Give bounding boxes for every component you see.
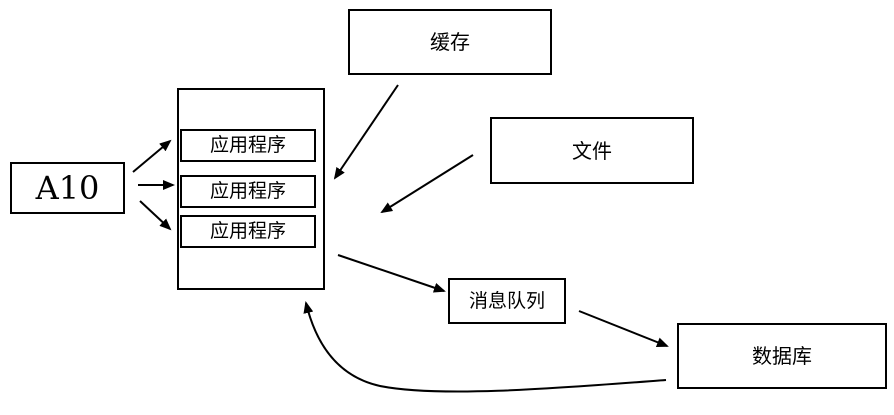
a10-node: A10: [10, 162, 125, 214]
arrow-a10-to-app-3: [139, 200, 172, 231]
cache-label: 缓存: [430, 30, 470, 54]
arrow-app-to-message-queue: [337, 254, 446, 293]
application-label-2: 应用程序: [209, 180, 286, 202]
a10-label: A10: [35, 169, 100, 207]
message-queue-node: 消息队列: [448, 278, 566, 324]
message-queue-label: 消息队列: [468, 289, 545, 312]
arrow-message-queue-to-database: [578, 310, 669, 347]
application-node-2: 应用程序: [180, 175, 316, 208]
application-node-3: 应用程序: [180, 215, 316, 248]
database-label: 数据库: [752, 344, 812, 368]
arrow-cache-to-app: [333, 84, 399, 180]
file-node: 文件: [490, 117, 694, 184]
file-label: 文件: [572, 138, 612, 163]
application-label-3: 应用程序: [209, 220, 286, 242]
arrow-file-to-app: [380, 154, 474, 214]
arrow-a10-to-app-1: [132, 139, 172, 173]
database-node: 数据库: [677, 323, 887, 389]
cache-node: 缓存: [348, 9, 552, 75]
application-label-1: 应用程序: [209, 134, 286, 156]
application-node-1: 应用程序: [180, 129, 316, 162]
arrow-database-to-app: [303, 301, 667, 393]
